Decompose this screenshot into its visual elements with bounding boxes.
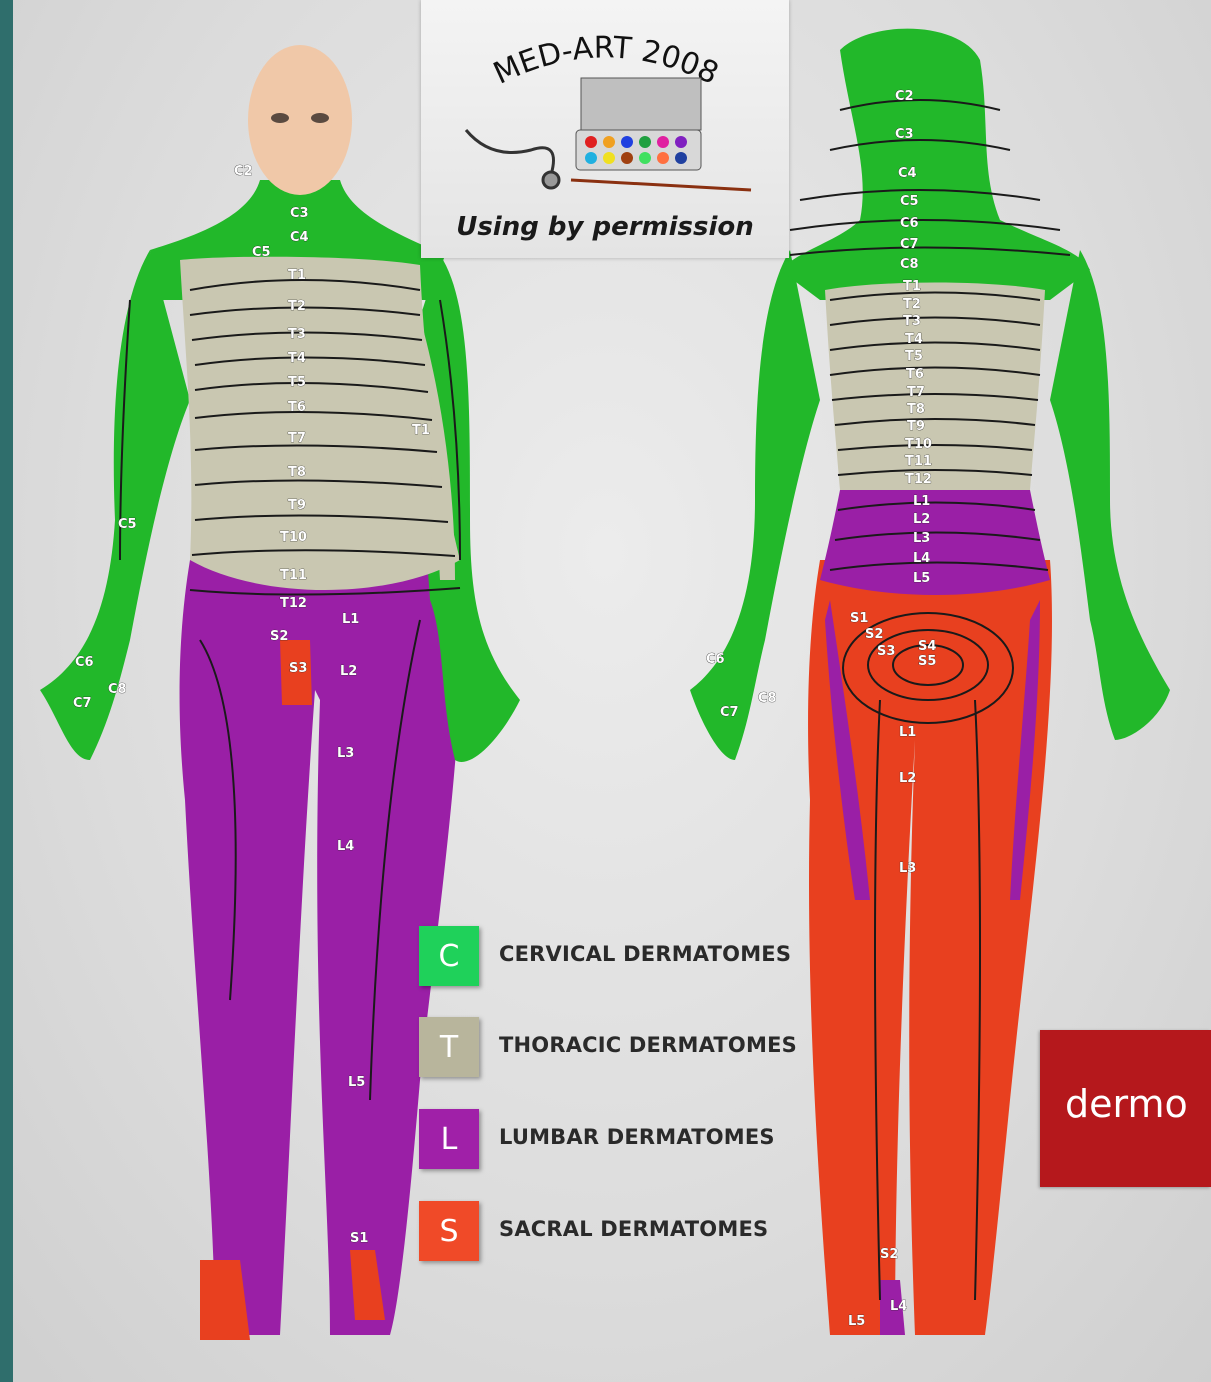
front-label-t7: T7	[288, 431, 306, 446]
legend-item-lumbar: L LUMBAR DERMATOMES	[419, 1109, 839, 1171]
back-label-l4-foot: L4	[890, 1299, 907, 1314]
front-label-t11: T11	[280, 568, 307, 583]
front-label-s3: S3	[289, 661, 307, 676]
logo-art: MED-ART 2008	[421, 0, 789, 210]
front-label-t3: T3	[288, 327, 306, 342]
front-label-t4: T4	[288, 351, 306, 366]
back-label-t12: T12	[905, 472, 932, 487]
front-label-c5-arm: C5	[118, 517, 137, 532]
front-label-l5: L5	[348, 1075, 365, 1090]
back-label-s2: S2	[865, 627, 883, 642]
front-label-c5: C5	[252, 245, 271, 260]
back-label-t10: T10	[905, 437, 932, 452]
legend-label-sacral: SACRAL DERMATOMES	[499, 1217, 768, 1241]
paint-palette-icon	[576, 78, 701, 170]
back-label-t11: T11	[905, 454, 932, 469]
front-label-t12: T12	[280, 596, 307, 611]
legend-label-cervical: CERVICAL DERMATOMES	[499, 942, 791, 966]
back-label-c6: C6	[706, 652, 725, 667]
back-label-c3: C3	[895, 127, 914, 142]
back-label-s3: S3	[877, 644, 895, 659]
legend-swatch-thoracic: T	[419, 1017, 479, 1077]
back-right-arm	[1050, 250, 1170, 740]
back-label-t1: T1	[903, 279, 921, 294]
back-label-c4: C4	[898, 166, 917, 181]
back-torso	[825, 283, 1045, 491]
back-label-l2: L2	[913, 512, 930, 527]
callout-text: dermo	[1065, 1082, 1188, 1126]
back-label-t5: T5	[905, 349, 923, 364]
legend-item-cervical: C CERVICAL DERMATOMES	[419, 926, 839, 988]
back-label-c7: C7	[720, 705, 739, 720]
back-left-arm	[690, 250, 820, 760]
back-label-l4: L4	[913, 551, 930, 566]
back-label-l5-foot: L5	[848, 1314, 865, 1329]
front-label-l1: L1	[342, 612, 359, 627]
front-label-l3: L3	[337, 746, 354, 761]
legend-label-thoracic: THORACIC DERMATOMES	[499, 1033, 797, 1057]
front-label-c3: C3	[290, 206, 309, 221]
back-label-l1: L1	[913, 494, 930, 509]
front-label-t1-arm: T1	[412, 423, 430, 438]
legend-swatch-lumbar: L	[419, 1109, 479, 1169]
back-label-l5: L5	[913, 571, 930, 586]
back-label-t9: T9	[907, 419, 925, 434]
front-label-s1: S1	[350, 1231, 368, 1246]
brush-icon	[571, 180, 751, 190]
front-label-c7: C7	[73, 696, 92, 711]
back-label-s1: S1	[850, 611, 868, 626]
legend-item-thoracic: T THORACIC DERMATOMES	[419, 1017, 839, 1079]
back-label-c6: C6	[900, 216, 919, 231]
front-label-t9: T9	[288, 498, 306, 513]
med-art-logo: MED-ART 2008 Using by permission	[421, 0, 789, 258]
front-label-c2: C2	[234, 164, 253, 179]
front-label-t10: T10	[280, 530, 307, 545]
front-label-l2: L2	[340, 664, 357, 679]
front-label-t5: T5	[288, 375, 306, 390]
back-label-t3: T3	[903, 314, 921, 329]
back-label-c7: C7	[900, 237, 919, 252]
back-label-t6: T6	[906, 367, 924, 382]
stethoscope-icon	[466, 130, 559, 188]
dermatome-callout: dermo	[1040, 1030, 1211, 1187]
back-label-t8: T8	[907, 402, 925, 417]
back-label-t2: T2	[903, 297, 921, 312]
back-label-l2-leg: L2	[899, 771, 916, 786]
legend-swatch-cervical: C	[419, 926, 479, 986]
back-label-c8: C8	[758, 691, 777, 706]
back-label-l3-leg: L3	[899, 861, 916, 876]
legend-swatch-sacral: S	[419, 1201, 479, 1261]
back-label-s2-foot: S2	[880, 1247, 898, 1262]
front-label-s2: S2	[270, 629, 288, 644]
back-label-t4: T4	[905, 332, 923, 347]
back-label-l1-leg: L1	[899, 725, 916, 740]
back-label-l3: L3	[913, 531, 930, 546]
back-label-c8: C8	[900, 257, 919, 272]
front-label-t6: T6	[288, 400, 306, 415]
front-label-c8: C8	[108, 682, 127, 697]
legend-label-lumbar: LUMBAR DERMATOMES	[499, 1125, 775, 1149]
back-label-c5: C5	[900, 194, 919, 209]
front-label-l4: L4	[337, 839, 354, 854]
back-label-c2: C2	[895, 89, 914, 104]
front-label-t8: T8	[288, 465, 306, 480]
legend-item-sacral: S SACRAL DERMATOMES	[419, 1201, 839, 1263]
front-label-c6: C6	[75, 655, 94, 670]
front-label-t1: T1	[288, 268, 306, 283]
front-label-t2: T2	[288, 299, 306, 314]
back-label-s4: S4	[918, 639, 936, 654]
back-label-t7: T7	[907, 385, 925, 400]
front-label-c4: C4	[290, 230, 309, 245]
back-label-s5: S5	[918, 654, 936, 669]
logo-caption: Using by permission	[421, 212, 789, 242]
